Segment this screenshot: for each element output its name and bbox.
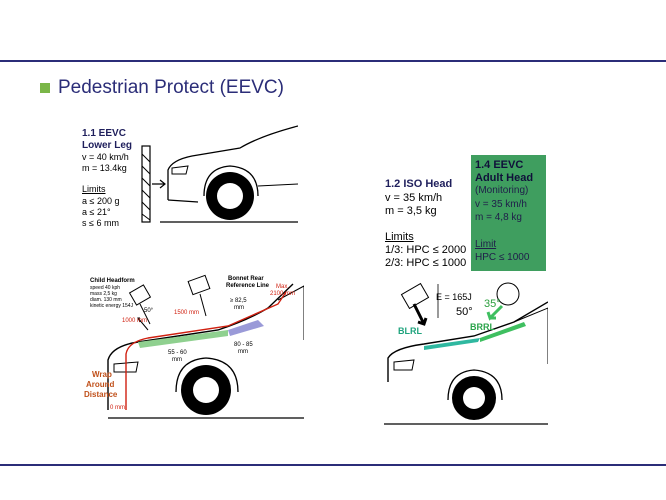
impact-windshield (513, 307, 549, 364)
leg-limits: Limits (82, 184, 106, 194)
ge-825: ≥ 82,5 (230, 298, 247, 304)
wrap-label-3: Distance (84, 390, 118, 399)
headform-impact-panel: E = 165J 50° 35° BLRL BRRL (384, 278, 549, 428)
leg-v: v = 40 km/h (82, 152, 129, 162)
wheel-arch (203, 165, 259, 197)
adult-heading-2: Adult Head (475, 172, 534, 184)
wrap-label-2: Around (86, 380, 115, 389)
side-wheel-hub (193, 377, 219, 403)
blrl-label: BLRL (398, 326, 422, 336)
impact-car-outline (387, 301, 549, 382)
top-rule (0, 60, 666, 62)
leg-a1: a ≤ 200 g (82, 196, 120, 206)
iso-heading: 1.2 ISO Head (385, 178, 453, 190)
brrl-label: BRRL (470, 322, 495, 332)
iso-m: m = 3,5 kg (385, 205, 437, 217)
zero-mm: 0 mm (110, 405, 125, 411)
sill-line (257, 183, 299, 187)
title-row: Pedestrian Protect (EEVC) (40, 77, 284, 99)
wrap-line (125, 291, 287, 410)
angle-mark (137, 317, 149, 331)
dist-1500: 1500 mm (174, 310, 200, 316)
lower-leg-panel: 1.1 EEVC Lower Leg v = 40 km/h m = 13.4k… (80, 122, 299, 230)
car-front-outline (167, 125, 299, 200)
mm-2: mm (172, 357, 182, 363)
adult-heading-1: 1.4 EEVC (475, 159, 524, 171)
angle-50-small: 50° (144, 308, 154, 314)
adult-v: v = 35 km/h (475, 199, 527, 210)
leg-m: m = 13.4kg (82, 163, 127, 173)
child-headform-label: Child Headform (90, 278, 135, 284)
iso-v: v = 35 km/h (385, 192, 443, 204)
adult-zone (228, 320, 264, 336)
iso-limits: Limits (385, 231, 414, 243)
bonnet-label-2: Reference Line (226, 283, 270, 289)
angle-50: 50° (456, 306, 473, 318)
mm-3: mm (238, 349, 248, 355)
blrl-zone (480, 322, 526, 342)
leg-heading-1: 1.1 EEVC (82, 128, 126, 139)
bonnet-label-1: Bonnet Rear (228, 276, 264, 282)
wrap-around-diagram (107, 274, 305, 419)
energy-label: E = 165J (436, 292, 472, 302)
impact-wheel-hub (463, 387, 485, 409)
legform-impactor (141, 145, 151, 223)
brrl-zone (424, 338, 480, 350)
head-impact-arrow-icon (412, 303, 428, 326)
angle-35: 35° (484, 298, 501, 310)
child-headform-icon (128, 284, 152, 325)
mm-1: mm (234, 305, 244, 311)
impact-headlamp (393, 359, 415, 371)
adult-limit: Limit (475, 239, 497, 250)
child-spec-3: kinetic energy 154J (90, 303, 134, 309)
dist-1000: 1000 mm (122, 318, 148, 324)
child-spec-0: speed 40 kph (90, 285, 121, 291)
adult-hpc: HPC ≤ 1000 (475, 252, 530, 263)
adult-headform-circle-icon (496, 282, 520, 306)
impact-wheel-arch (447, 369, 503, 401)
iso-head-panel: 1.2 ISO Head v = 35 km/h m = 3,5 kg Limi… (383, 178, 479, 274)
iso-headform-icon (400, 282, 430, 310)
range-8085: 80 - 85 (234, 342, 253, 348)
adult-headform-icon (187, 274, 211, 317)
leg-a2: a ≤ 21° (82, 207, 111, 217)
side-wheel-arch (175, 357, 239, 393)
max-label-2: 2100 mm (270, 291, 296, 297)
adult-head-box: 1.4 EEVC Adult Head (Monitoring) v = 35 … (471, 155, 546, 271)
iso-limit-1: 1/3: HPC ≤ 2000 (385, 244, 467, 256)
headlamp (171, 165, 189, 175)
side-headlamp (113, 361, 139, 373)
adult-impact-arrow-icon (486, 304, 504, 321)
wrap-around-panel: Child Headform speed 40 kph mass 2,5 kg … (78, 270, 305, 422)
iso-limit-2: 2/3: HPC ≤ 1000 (385, 257, 467, 269)
max-label-1: Max. (276, 284, 290, 290)
adult-m: m = 4,8 kg (475, 212, 522, 223)
range-5560: 55 - 60 (168, 350, 187, 356)
bullet-square-icon (40, 83, 50, 93)
child-spec-1: mass 2,5 kg (90, 291, 117, 297)
slide-title: Pedestrian Protect (EEVC) (58, 77, 284, 98)
bumper-line (167, 199, 199, 203)
wheel-hub (217, 183, 243, 209)
impact-arrow-icon (152, 179, 166, 189)
child-spec-2: diam. 130 mm (90, 297, 122, 303)
adult-monitoring: (Monitoring) (475, 185, 529, 196)
leg-heading-2: Lower Leg (82, 140, 133, 151)
leg-s: s ≤ 6 mm (82, 218, 119, 228)
wrap-label-1: Wrap (92, 370, 112, 379)
bottom-rule (0, 464, 666, 466)
legform-hatch (141, 153, 151, 221)
lower-leg-diagram (141, 125, 299, 223)
child-zone (138, 330, 228, 348)
